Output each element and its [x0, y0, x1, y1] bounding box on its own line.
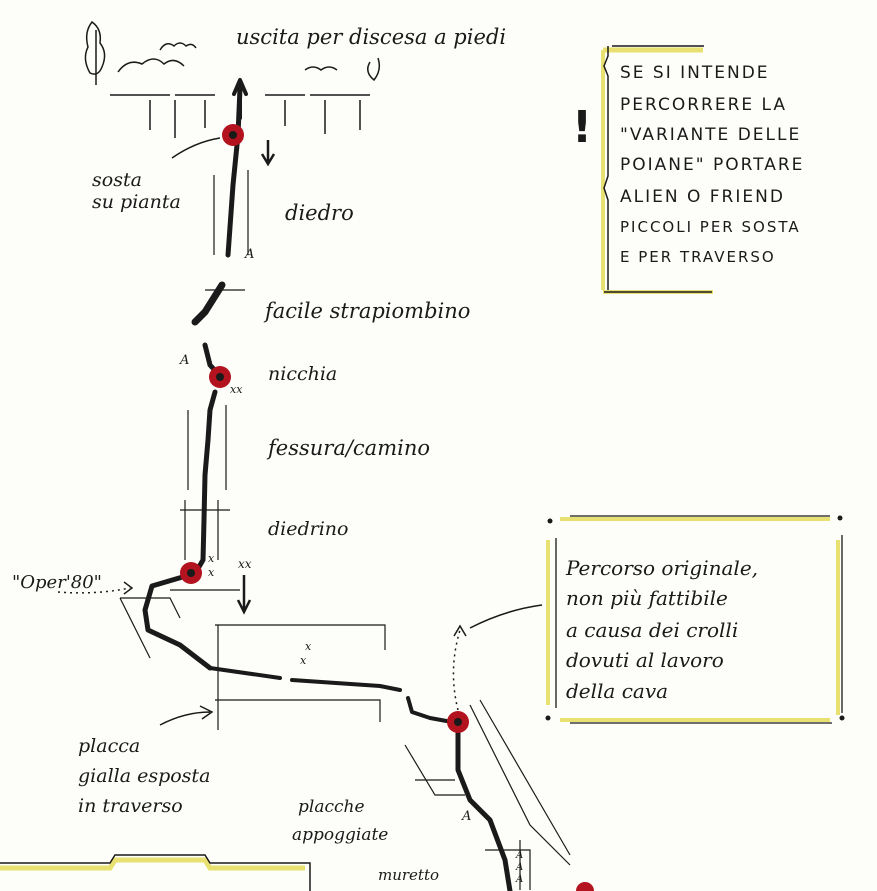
piton-mark: A [461, 809, 471, 824]
original-route-arrow [453, 630, 460, 710]
warning-line: SE SI INTENDE [620, 63, 770, 83]
piton-mark: A [515, 850, 523, 861]
yellow-slab-label: gialla esposta [78, 765, 210, 787]
protection-marks: A A xx x x xx x x A A A A [179, 247, 523, 885]
piton-mark: A [515, 874, 523, 885]
warning-line: E PER TRAVERSO [620, 248, 776, 266]
wall-label: muretto [378, 866, 439, 884]
slabs-label: placche [298, 797, 365, 817]
slabs-label: appoggiate [292, 825, 388, 845]
bolt-mark: x [208, 552, 215, 565]
belay-station [576, 882, 594, 891]
warning-line: PERCORRERE LA [620, 95, 787, 115]
yellow-slab-label: placca [78, 735, 140, 757]
pointer-sosta [172, 138, 220, 158]
original-note-line: Percorso originale, [565, 556, 758, 580]
original-note-line: della cava [566, 679, 668, 703]
dihedral-label: diedro [285, 201, 354, 225]
pointer-note [470, 605, 542, 628]
exit-label: uscita per discesa a piedi [236, 25, 506, 49]
original-note-line: dovuti al lavoro [566, 648, 724, 672]
belay-tree-label: sosta [92, 169, 142, 191]
niche-label: nicchia [268, 363, 337, 385]
easy-overhang-label: facile strapiombino [263, 299, 470, 323]
down-arrow-top [262, 140, 274, 164]
crack-chimney-label: fessura/camino [266, 436, 430, 460]
yellow-slab-label: in traverso [78, 795, 183, 817]
warning-note: ! SE SI INTENDE PERCORRERE LA "VARIANTE … [572, 46, 804, 292]
piton-mark: A [515, 862, 523, 873]
pointer-placca [160, 706, 212, 725]
exclamation-icon: ! [572, 102, 592, 153]
bolt-mark: x [305, 640, 312, 653]
warning-line: PICCOLI PER SOSTA [620, 218, 801, 236]
bolt-mark: xx [230, 383, 243, 396]
route-labels: uscita per discesa a piedi sosta su pian… [12, 25, 506, 884]
original-note-line: a causa dei crolli [566, 618, 738, 642]
belay-tree-label: su pianta [92, 191, 181, 213]
piton-mark: A [244, 247, 254, 262]
bolt-mark: x [208, 566, 215, 579]
bottom-ruler [0, 855, 310, 891]
bolt-mark: x [300, 654, 307, 667]
piton-mark: A [179, 353, 189, 368]
original-note-line: non più fattibile [566, 586, 728, 610]
arrowheads [124, 138, 542, 725]
bolt-mark: xx [238, 557, 252, 571]
oper80-label: "Oper'80" [12, 572, 102, 593]
warning-line: "VARIANTE DELLE [620, 125, 801, 145]
down-arrow-mid [238, 575, 250, 612]
warning-line: ALIEN O FRIEND [620, 187, 785, 207]
exit-arrow [234, 80, 246, 118]
warning-line: POIANE" PORTARE [620, 155, 804, 175]
small-dihedral-label: diedrino [268, 518, 348, 540]
original-route-note: Percorso originale, non più fattibile a … [546, 516, 845, 724]
belay-stations [180, 124, 594, 891]
